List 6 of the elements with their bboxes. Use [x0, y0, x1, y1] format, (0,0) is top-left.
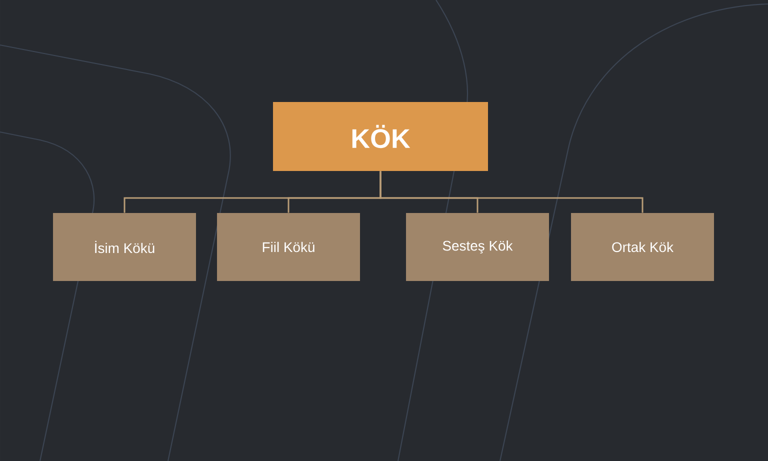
root-box: KÖK [273, 102, 488, 171]
connector-line [380, 171, 644, 213]
category-box: Ortak Kök [571, 213, 714, 281]
category-box: Fiil Kökü [217, 213, 360, 281]
category-box: Sesteş Kök [406, 213, 549, 281]
category-box: İsim Kökü [53, 213, 196, 281]
